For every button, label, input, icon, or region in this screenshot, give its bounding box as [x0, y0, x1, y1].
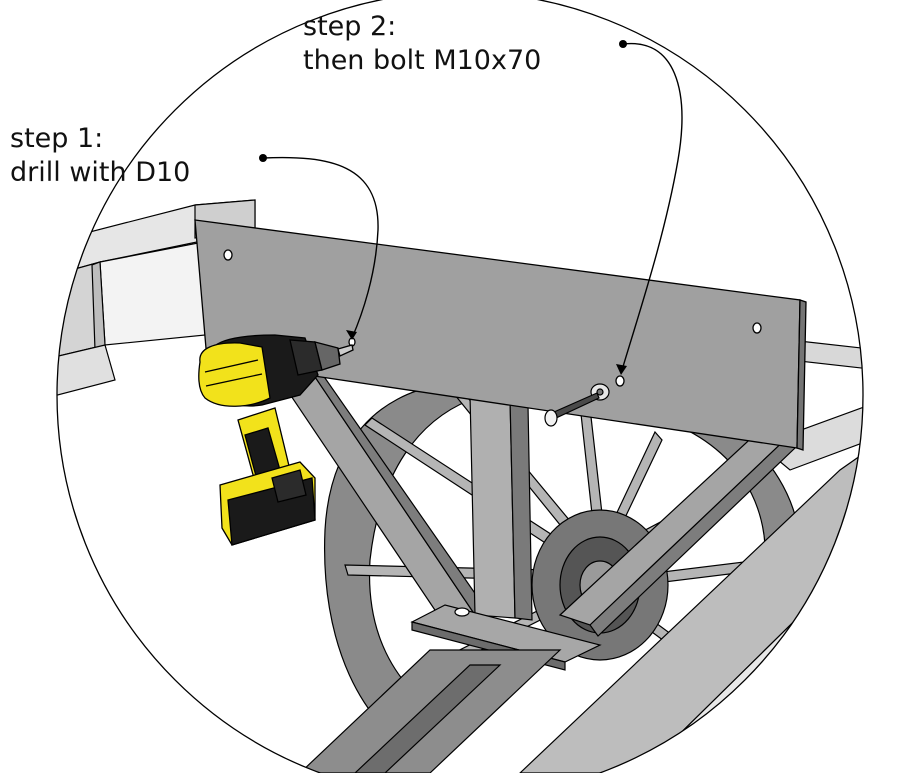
detail-view [57, 199, 863, 773]
vertical-post [469, 394, 533, 621]
bolt-head-icon [544, 409, 558, 427]
bolt-target-hole [615, 375, 625, 387]
plate-hole-right [752, 322, 762, 334]
mounting-plate [194, 219, 807, 451]
step1-label: step 1: drill with D10 [10, 122, 190, 190]
cordless-drill-icon [198, 334, 354, 546]
step2-title: step 2: [303, 11, 397, 42]
step2-instruction: then bolt M10x70 [303, 45, 542, 76]
step1-instruction: drill with D10 [10, 157, 191, 188]
leader-step2 [621, 42, 683, 371]
leader-lines [259, 40, 683, 375]
plate-hole-left [223, 249, 233, 261]
step2-label: step 2: then bolt M10x70 [303, 10, 541, 78]
leader-step1 [262, 156, 379, 339]
detail-circle [56, 0, 864, 773]
bolt-m10x70 [544, 383, 610, 427]
diagonal-braces [274, 360, 796, 637]
step1-title: step 1: [10, 123, 104, 154]
